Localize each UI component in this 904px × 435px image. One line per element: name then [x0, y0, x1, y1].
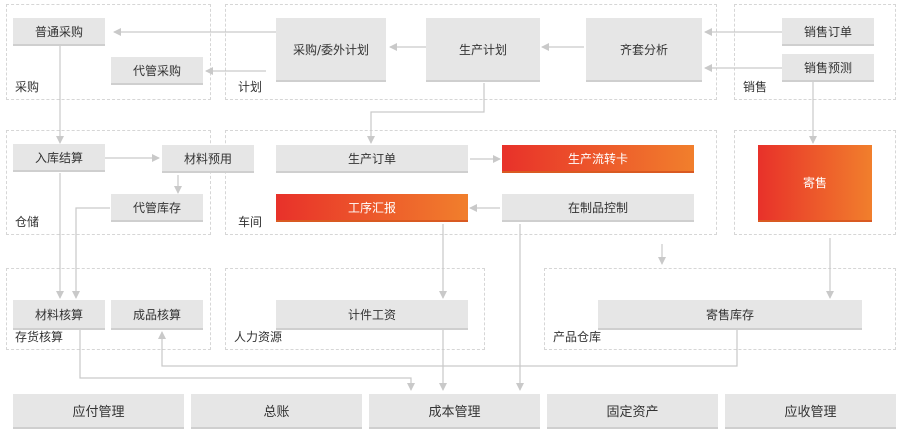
- group-label-sales: 销售: [743, 80, 768, 94]
- node-managed-purchase[interactable]: 代管采购: [111, 57, 203, 85]
- group-warehouse: 仓储: [6, 130, 211, 235]
- module-payables[interactable]: 应付管理: [13, 394, 184, 429]
- group-label-warehouse: 仓储: [15, 215, 40, 229]
- group-label-workshop: 车间: [238, 215, 263, 229]
- group-sales-right: [734, 130, 896, 235]
- node-production-plan[interactable]: 生产计划: [426, 18, 540, 82]
- node-material-reservation[interactable]: 材料预用: [162, 145, 254, 173]
- group-plan: 计划: [225, 4, 717, 100]
- node-production-flow-card[interactable]: 生产流转卡: [502, 145, 694, 173]
- group-label-hr: 人力资源: [234, 330, 283, 344]
- node-piecework-wage[interactable]: 计件工资: [276, 300, 468, 330]
- node-purchase-outsource-plan[interactable]: 采购/委外计划: [276, 18, 386, 82]
- link-material-acc-to-cost: [79, 330, 415, 391]
- group-workshop: 车间: [225, 130, 717, 235]
- module-receivables[interactable]: 应收管理: [725, 394, 896, 429]
- group-product-warehouse: 产品仓库: [544, 268, 896, 350]
- node-sales-order[interactable]: 销售订单: [782, 18, 874, 46]
- node-consignment-sales[interactable]: 寄售: [758, 145, 872, 222]
- module-general-ledger[interactable]: 总账: [191, 394, 362, 429]
- node-material-accounting[interactable]: 材料核算: [13, 300, 105, 330]
- group-procurement: 采购: [6, 4, 211, 100]
- node-inbound-settlement[interactable]: 入库结算: [13, 144, 105, 172]
- group-inventory-accounting: 存货核算: [6, 268, 211, 350]
- node-production-order[interactable]: 生产订单: [276, 145, 468, 173]
- link-managed-to-material-acc: [72, 207, 110, 299]
- node-managed-inventory[interactable]: 代管库存: [111, 194, 203, 222]
- group-label-inventory-accounting: 存货核算: [15, 330, 64, 344]
- group-sales: 销售: [734, 4, 896, 100]
- group-hr: 人力资源: [225, 268, 485, 350]
- node-wip-control[interactable]: 在制品控制: [502, 194, 694, 222]
- module-cost-management[interactable]: 成本管理: [369, 394, 540, 429]
- group-label-product-warehouse: 产品仓库: [553, 330, 602, 344]
- group-label-procurement: 采购: [15, 80, 40, 94]
- node-process-report[interactable]: 工序汇报: [276, 194, 468, 222]
- link-inventory-to-finished-acc: [158, 330, 738, 367]
- group-label-plan: 计划: [238, 80, 263, 94]
- module-fixed-assets[interactable]: 固定资产: [547, 394, 718, 429]
- link-production-to-order: [367, 83, 485, 144]
- node-sales-forecast[interactable]: 销售预测: [782, 54, 874, 82]
- node-general-purchase[interactable]: 普通采购: [13, 18, 105, 46]
- node-finished-goods-accounting[interactable]: 成品核算: [111, 300, 203, 330]
- node-consignment-inventory[interactable]: 寄售库存: [598, 300, 862, 330]
- node-kit-analysis[interactable]: 齐套分析: [586, 18, 702, 82]
